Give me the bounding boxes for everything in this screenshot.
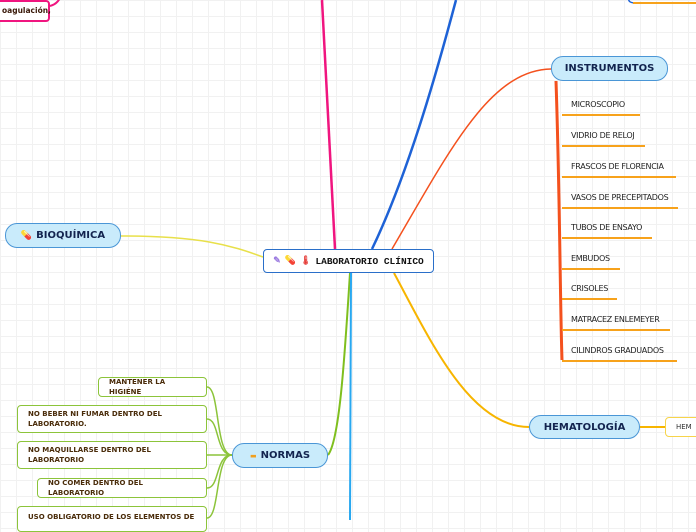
instrument-underline — [562, 268, 620, 270]
norm-item[interactable]: NO BEBER NI FUMAR DENTRO DEL LABORATORIO… — [17, 405, 207, 433]
node-label: HEM — [676, 423, 692, 431]
cigarette-icon: ▬ — [249, 451, 257, 460]
instrument-item[interactable]: MATRACEZ ENLEMEYER — [571, 315, 660, 324]
norm-item[interactable]: USO OBLIGATORIO DE LOS ELEMENTOS DE — [17, 506, 207, 532]
node-label: NO BEBER NI FUMAR DENTRO DEL LABORATORIO… — [28, 410, 162, 428]
node-label: NORMAS — [260, 450, 311, 461]
instrument-item[interactable]: MICROSCOPIO — [571, 100, 625, 109]
hematologia-node[interactable]: HEMATOLOGÍA — [529, 415, 640, 439]
instrument-item[interactable]: CRISOLES — [571, 284, 609, 293]
instrument-underline — [562, 207, 678, 209]
instrument-item[interactable]: VASOS DE PRECEPITADOS — [571, 193, 669, 202]
syringe-icon: ✎ — [273, 256, 281, 266]
central-node[interactable]: ✎ 💊 🌡 LABORATORIO CLÍNICO — [263, 249, 434, 273]
instrument-underline — [562, 176, 676, 178]
instrument-underline — [562, 360, 677, 362]
thermometer-icon: 🌡 — [300, 256, 312, 266]
instrument-item[interactable]: TUBOS DE ENSAYO — [571, 223, 643, 232]
instrument-underline — [562, 237, 652, 239]
instrumentos-node[interactable]: INSTRUMENTOS — [551, 56, 668, 81]
pill-icon: 💊 — [20, 230, 33, 241]
node-label: NO MAQUILLARSE DENTRO DEL LABORATORIO — [28, 446, 151, 464]
node-label: NO COMER DENTRO DEL LABORATORIO — [48, 479, 143, 497]
instrument-underline — [562, 145, 645, 147]
node-label: MANTENER LA HIGIÉNE — [109, 378, 166, 396]
norm-item[interactable]: MANTENER LA HIGIÉNE — [98, 377, 207, 397]
connector-lines — [49, 0, 696, 520]
top-left-node[interactable]: oagulación, — [0, 0, 51, 22]
node-label: HEMATOLOGÍA — [543, 421, 626, 433]
pill-icon: 💊 — [284, 256, 296, 266]
instrument-item[interactable]: VIDRIO DE RELOJ — [571, 131, 635, 140]
hematologia-child-node[interactable]: HEM — [665, 417, 696, 437]
node-label: BIOQUÍMICA — [36, 230, 106, 241]
normas-node[interactable]: ▬ NORMAS — [232, 443, 328, 468]
instrument-item[interactable]: FRASCOS DE FLORENCIA — [571, 162, 664, 171]
norm-item[interactable]: NO MAQUILLARSE DENTRO DEL LABORATORIO — [17, 441, 207, 469]
node-label: oagulación, — [2, 6, 51, 15]
instrument-underline — [562, 329, 670, 331]
instrument-underline — [562, 298, 617, 300]
instrument-item[interactable]: CILINDROS GRADUADOS — [571, 346, 664, 355]
instrument-underline — [562, 114, 640, 116]
central-label: LABORATORIO CLÍNICO — [315, 255, 424, 267]
norm-item[interactable]: NO COMER DENTRO DEL LABORATORIO — [37, 478, 207, 498]
bioquimica-node[interactable]: 💊 BIOQUÍMICA — [5, 223, 121, 248]
instrument-item[interactable]: EMBUDOS — [571, 254, 610, 263]
node-label: USO OBLIGATORIO DE LOS ELEMENTOS DE — [28, 513, 195, 521]
node-label: INSTRUMENTOS — [564, 63, 655, 74]
